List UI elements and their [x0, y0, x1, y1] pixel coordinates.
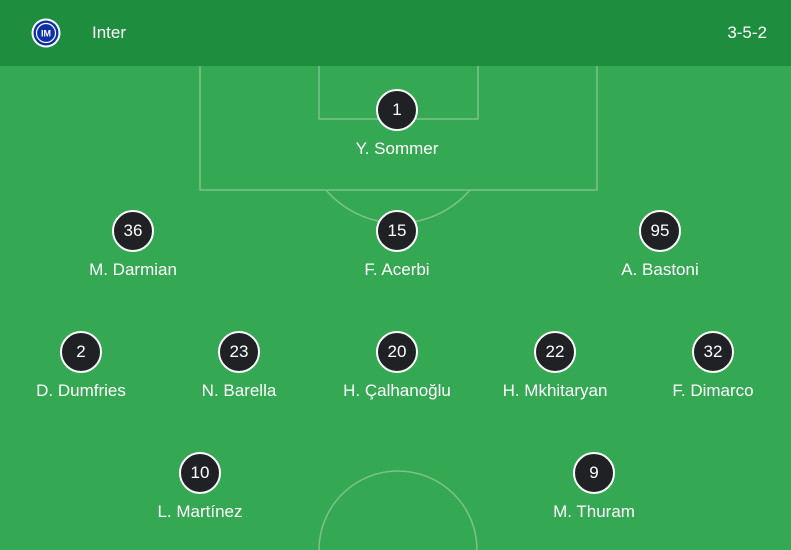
- inter-crest-icon: IM: [31, 18, 61, 48]
- player-defender-left[interactable]: 95 A. Bastoni: [580, 210, 740, 280]
- player-goalkeeper[interactable]: 1 Y. Sommer: [317, 89, 477, 159]
- penalty-box: [199, 66, 598, 191]
- player-name: D. Dumfries: [36, 381, 126, 400]
- player-forward-right[interactable]: 10 L. Martínez: [120, 452, 280, 522]
- player-name: H. Mkhitaryan: [502, 381, 608, 400]
- player-name: M. Thuram: [553, 502, 635, 521]
- player-midfielder-right-wing[interactable]: 2 D. Dumfries: [1, 331, 161, 401]
- jersey-number-badge: 9: [573, 452, 615, 494]
- player-midfielder-left[interactable]: 22 H. Mkhitaryan: [475, 331, 635, 401]
- svg-text:IM: IM: [41, 29, 51, 39]
- player-name: Y. Sommer: [355, 139, 439, 158]
- player-name: N. Barella: [201, 381, 277, 400]
- pitch: 1 Y. Sommer 36 M. Darmian 15 F. Acerbi 9…: [0, 66, 791, 550]
- jersey-number-badge: 32: [692, 331, 734, 373]
- jersey-number-badge: 23: [218, 331, 260, 373]
- jersey-number-badge: 10: [179, 452, 221, 494]
- player-name: H. Çalhanoğlu: [343, 381, 451, 400]
- player-midfielder-left-wing[interactable]: 32 F. Dimarco: [633, 331, 791, 401]
- player-name: M. Darmian: [89, 260, 177, 279]
- team-header: IM Inter 3-5-2: [0, 0, 791, 66]
- jersey-number-badge: 15: [376, 210, 418, 252]
- player-defender-right[interactable]: 36 M. Darmian: [53, 210, 213, 280]
- jersey-number-badge: 2: [60, 331, 102, 373]
- jersey-number-badge: 36: [112, 210, 154, 252]
- jersey-number-badge: 20: [376, 331, 418, 373]
- player-name: L. Martínez: [157, 502, 243, 521]
- formation-label: 3-5-2: [727, 23, 767, 42]
- jersey-number-badge: 22: [534, 331, 576, 373]
- team-name[interactable]: Inter: [92, 23, 127, 42]
- jersey-number-badge: 1: [376, 89, 418, 131]
- player-defender-center[interactable]: 15 F. Acerbi: [317, 210, 477, 280]
- jersey-number-badge: 95: [639, 210, 681, 252]
- player-forward-left[interactable]: 9 M. Thuram: [514, 452, 674, 522]
- player-midfielder-right[interactable]: 23 N. Barella: [159, 331, 319, 401]
- center-circle: [318, 470, 478, 550]
- player-name: A. Bastoni: [621, 260, 699, 279]
- player-midfielder-center[interactable]: 20 H. Çalhanoğlu: [317, 331, 477, 401]
- player-name: F. Dimarco: [672, 381, 754, 400]
- player-name: F. Acerbi: [364, 260, 430, 279]
